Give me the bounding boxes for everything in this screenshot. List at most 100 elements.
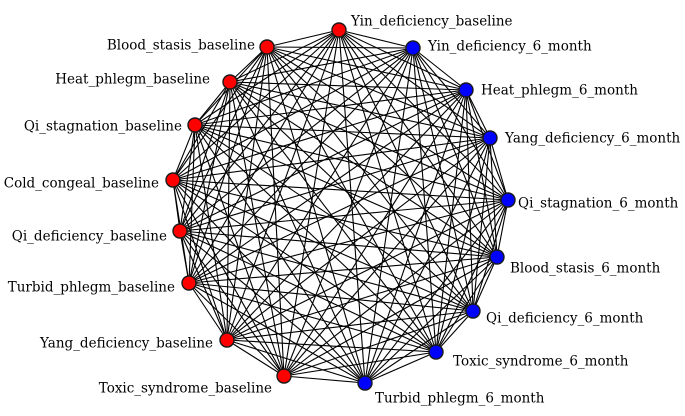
edge-toxic_b-blood_b — [266, 46, 285, 377]
node-label-qist-6: Qi_stagnation_6_month — [518, 196, 679, 212]
edge-qidef_6-qidef_b — [179, 230, 474, 312]
node-toxic-6[interactable] — [428, 344, 444, 360]
edge-toxic_6-qist_b — [194, 124, 437, 353]
edge-cold_b-blood_b — [172, 46, 268, 181]
edge-yin_6-yang_b — [226, 47, 414, 341]
node-label-blood-b: Blood_stasis_baseline — [107, 38, 255, 54]
node-qidef-6[interactable] — [465, 303, 481, 319]
node-label-turb-6: Turbid_phlegm_6_month — [375, 391, 545, 407]
edge-yin_6-blood_b — [266, 46, 414, 49]
node-qist-6[interactable] — [500, 192, 516, 208]
edge-heat_6-toxic_b — [283, 89, 467, 377]
edge-qist_6-qidef_b — [179, 199, 509, 232]
node-cold-b[interactable] — [165, 172, 181, 188]
edge-yin_6-toxic_b — [283, 47, 414, 377]
edge-turb_6-blood_b — [266, 46, 366, 384]
node-label-qidef-b: Qi_deficiency_baseline — [12, 229, 167, 245]
edge-yang_6-qist_b — [194, 124, 491, 139]
edge-cold_b-qist_b — [172, 124, 196, 181]
edge-yin_6-blood_6 — [412, 47, 498, 258]
edge-yin_b-qist_b — [194, 29, 340, 126]
edge-qidef_6-blood_b — [266, 46, 474, 312]
edge-yin_b-heat_6 — [338, 29, 467, 91]
edge-qist_6-turb_6 — [364, 199, 509, 384]
edge-yang_b-turb_b — [188, 282, 228, 341]
edge-blood_6-yang_b — [226, 256, 498, 341]
edge-yin_b-qist_6 — [338, 29, 509, 201]
edge-turb_6-yang_b — [226, 339, 366, 384]
edge-qist_6-blood_6 — [496, 199, 509, 258]
node-label-qist-b: Qi_stagnation_baseline — [24, 119, 182, 135]
edge-yang_b-blood_b — [226, 46, 268, 341]
edge-yin_b-toxic_6 — [338, 29, 437, 353]
edge-blood_6-toxic_b — [283, 256, 498, 377]
edge-toxic_6-heat_b — [229, 81, 437, 353]
edge-qidef_6-toxic_b — [283, 310, 474, 377]
node-label-turb-b: Turbid_phlegm_baseline — [8, 280, 175, 296]
node-qidef-b[interactable] — [172, 223, 188, 239]
edge-turb_6-turb_b — [188, 282, 366, 384]
edge-turb_6-qidef_b — [179, 230, 366, 384]
node-toxic-b[interactable] — [276, 368, 292, 384]
edge-yang_6-qidef_6 — [472, 137, 491, 312]
edge-qidef_6-yang_b — [226, 310, 474, 341]
edge-yin_6-yang_6 — [412, 47, 491, 139]
edge-yang_b-cold_b — [172, 179, 228, 341]
edge-layer — [172, 29, 509, 384]
node-label-toxic-6: Toxic_syndrome_6_month — [453, 354, 629, 370]
edge-qist_6-qist_b — [194, 124, 509, 201]
edge-turb_6-heat_b — [229, 81, 366, 384]
edge-yin_6-heat_b — [229, 47, 414, 83]
edge-yin_b-blood_b — [266, 29, 340, 48]
label-layer: Yin_deficiency_baselineYin_deficiency_6_… — [4, 14, 681, 407]
edge-blood_6-heat_b — [229, 81, 498, 258]
edge-heat_b-blood_b — [229, 46, 268, 83]
edge-yang_6-turb_6 — [364, 137, 491, 384]
edge-qidef_6-toxic_6 — [435, 310, 474, 353]
edge-yin_b-cold_b — [172, 29, 340, 181]
edge-turb_6-toxic_b — [283, 375, 366, 384]
node-label-yang-b: Yang_deficiency_baseline — [39, 336, 213, 352]
node-label-heat-6: Heat_phlegm_6_month — [481, 83, 638, 99]
node-label-blood-6: Blood_stasis_6_month — [510, 261, 661, 277]
node-yin-6[interactable] — [405, 40, 421, 56]
node-turb-b[interactable] — [181, 275, 197, 291]
node-turb-6[interactable] — [357, 375, 373, 391]
edge-qist_6-toxic_6 — [435, 199, 509, 353]
node-label-yang-6: Yang_deficiency_6_month — [504, 131, 681, 147]
edge-qidef_6-turb_b — [188, 282, 474, 312]
node-blood-6[interactable] — [489, 249, 505, 265]
edge-yang_6-qist_6 — [489, 137, 509, 201]
node-qist-b[interactable] — [187, 117, 203, 133]
edge-yang_6-qidef_b — [179, 137, 491, 232]
node-label-cold-b: Cold_congeal_baseline — [4, 176, 159, 192]
edge-qist_b-heat_b — [194, 81, 231, 126]
edge-qist_6-turb_b — [188, 199, 509, 284]
edge-qist_6-yang_b — [226, 199, 509, 341]
edge-toxic_6-qidef_b — [179, 230, 437, 353]
node-heat-b[interactable] — [222, 74, 238, 90]
edge-turb_b-heat_b — [188, 81, 231, 284]
node-blood-b[interactable] — [259, 39, 275, 55]
edge-blood_6-turb_6 — [364, 256, 498, 384]
node-label-yin-b: Yin_deficiency_baseline — [350, 14, 513, 30]
edge-yin_6-heat_6 — [412, 47, 467, 91]
edge-toxic_6-cold_b — [172, 179, 437, 353]
node-heat-6[interactable] — [458, 82, 474, 98]
edge-turb_6-qist_b — [194, 124, 366, 384]
edge-yang_b-qist_b — [194, 124, 228, 341]
node-label-heat-b: Heat_phlegm_baseline — [55, 72, 210, 88]
node-yin-b[interactable] — [331, 22, 347, 38]
edge-blood_6-qidef_b — [179, 230, 498, 258]
edge-turb_6-cold_b — [172, 179, 366, 384]
edge-yang_6-heat_b — [229, 81, 491, 139]
node-yang-b[interactable] — [219, 332, 235, 348]
node-yang-6[interactable] — [482, 130, 498, 146]
edge-cold_b-heat_b — [172, 81, 231, 181]
edge-qist_6-blood_b — [266, 46, 509, 201]
edge-qidef_b-heat_b — [179, 81, 231, 232]
edge-heat_6-qidef_6 — [465, 89, 474, 312]
edge-qidef_b-qist_b — [179, 124, 196, 232]
edge-turb_b-blood_b — [188, 46, 268, 284]
